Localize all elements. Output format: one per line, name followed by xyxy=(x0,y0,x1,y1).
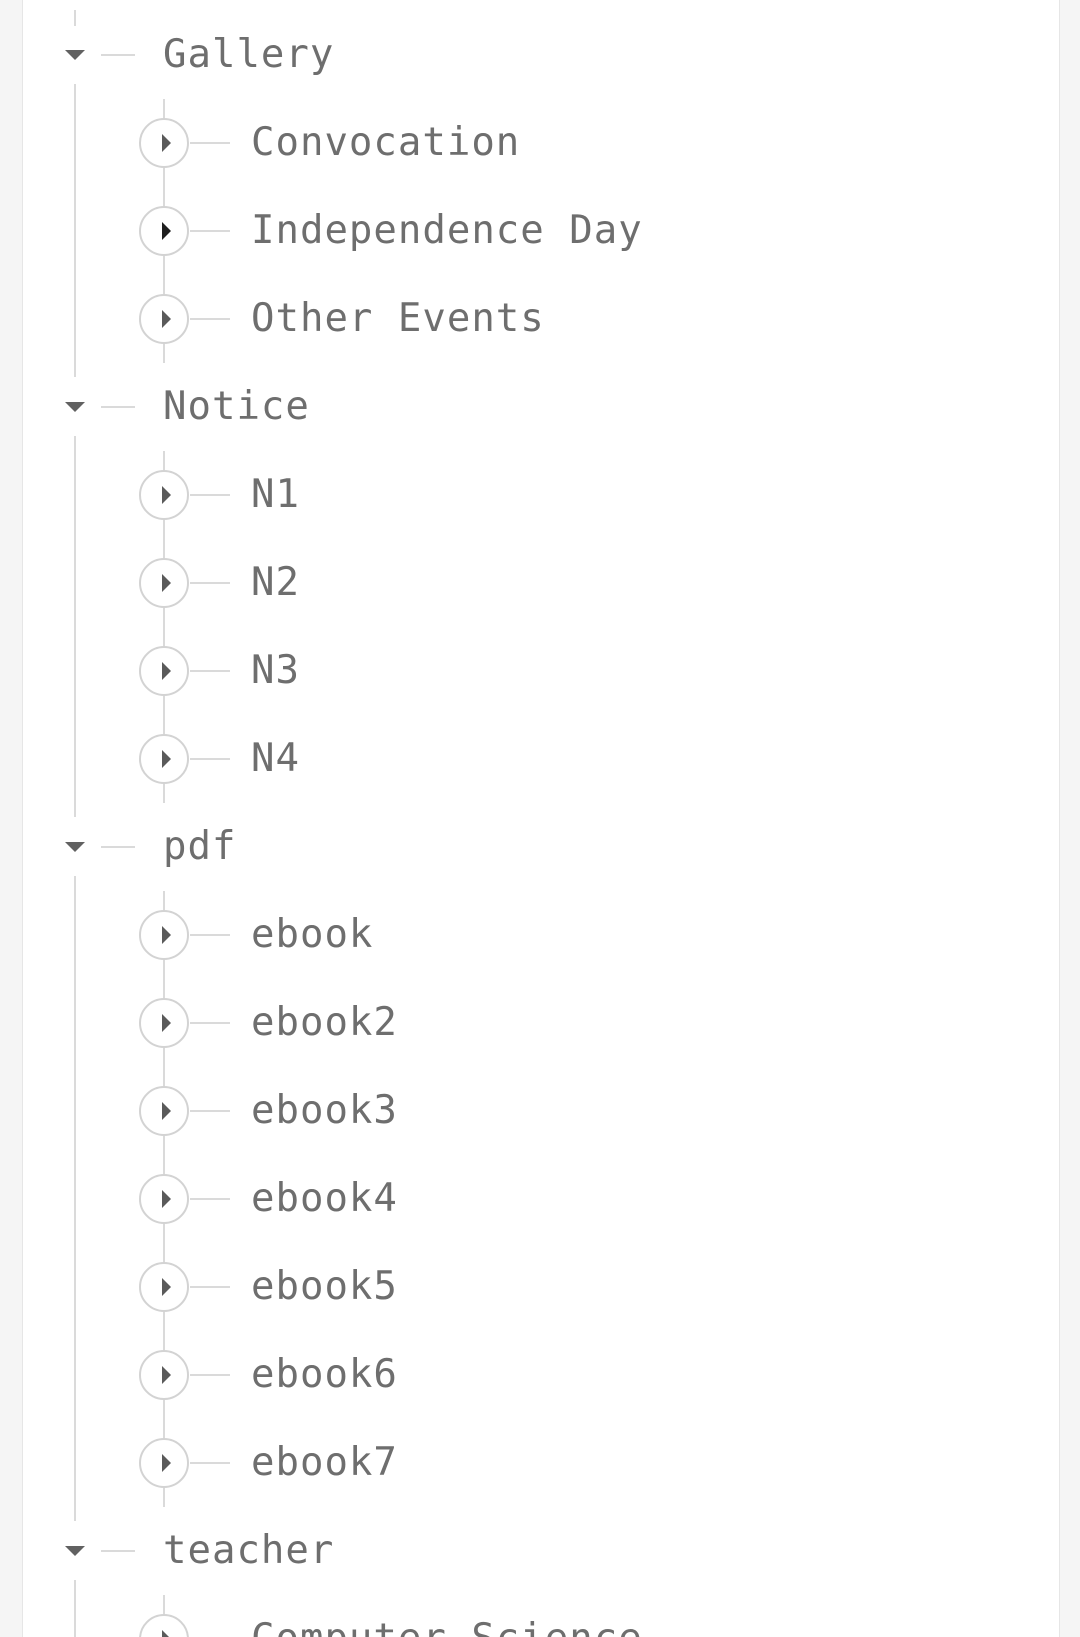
caret-right-icon xyxy=(161,1278,171,1296)
caret-right-icon xyxy=(161,750,171,768)
expand-node-button[interactable] xyxy=(139,910,189,960)
caret-right-icon xyxy=(161,1190,171,1208)
expand-node-button[interactable] xyxy=(139,118,189,168)
caret-down-icon xyxy=(65,842,85,852)
caret-down-icon xyxy=(65,50,85,60)
tree-node-label[interactable]: Other Events xyxy=(251,296,545,341)
caret-right-icon xyxy=(161,574,171,592)
expand-node-button[interactable] xyxy=(139,294,189,344)
caret-down-icon xyxy=(65,1546,85,1556)
caret-right-icon xyxy=(161,662,171,680)
tree-node-label[interactable]: N2 xyxy=(251,560,300,605)
expand-toggle-gallery[interactable] xyxy=(55,35,95,75)
tree-node-label[interactable]: ebook2 xyxy=(251,1000,398,1045)
expand-node-button[interactable] xyxy=(139,1350,189,1400)
expand-node-button[interactable] xyxy=(139,470,189,520)
expand-node-button[interactable] xyxy=(139,1438,189,1488)
tree-node-label[interactable]: ebook5 xyxy=(251,1264,398,1309)
expand-toggle-pdf[interactable] xyxy=(55,827,95,867)
tree-node-label[interactable]: Independence Day xyxy=(251,208,643,253)
caret-right-icon xyxy=(161,1014,171,1032)
tree-node-label[interactable]: ebook3 xyxy=(251,1088,398,1133)
caret-right-icon xyxy=(161,1102,171,1120)
caret-right-icon xyxy=(161,1630,171,1637)
tree-node-label[interactable]: pdf xyxy=(163,824,237,869)
expand-node-button[interactable] xyxy=(139,998,189,1048)
tree-node-label[interactable]: ebook6 xyxy=(251,1352,398,1397)
caret-right-icon xyxy=(161,222,171,240)
tree-node-label[interactable]: ebook7 xyxy=(251,1440,398,1485)
expand-node-button[interactable] xyxy=(139,1174,189,1224)
tree-node-label[interactable]: N4 xyxy=(251,736,300,781)
expand-node-button[interactable] xyxy=(139,734,189,784)
caret-down-icon xyxy=(65,402,85,412)
expand-node-button[interactable] xyxy=(139,1262,189,1312)
tree-node-label[interactable]: Computer Science xyxy=(251,1614,643,1637)
tree-node-label[interactable]: ebook xyxy=(251,912,374,957)
tree-node-label[interactable]: teacher xyxy=(163,1528,335,1573)
expand-node-button[interactable] xyxy=(139,558,189,608)
expand-toggle-notice[interactable] xyxy=(55,387,95,427)
expand-node-button[interactable] xyxy=(139,206,189,256)
caret-right-icon xyxy=(161,486,171,504)
caret-right-icon xyxy=(161,926,171,944)
expand-node-button[interactable] xyxy=(139,1086,189,1136)
caret-right-icon xyxy=(161,1366,171,1384)
tree-node-label[interactable]: Convocation xyxy=(251,120,521,165)
caret-right-icon xyxy=(161,1454,171,1472)
expand-node-button[interactable] xyxy=(139,646,189,696)
tree-node-label[interactable]: ebook4 xyxy=(251,1176,398,1221)
expand-toggle-teacher[interactable] xyxy=(55,1531,95,1571)
tree-node-label[interactable]: Notice xyxy=(163,384,310,429)
tree-node-label[interactable]: Gallery xyxy=(163,32,335,77)
tree-node-label[interactable]: N3 xyxy=(251,648,300,693)
caret-right-icon xyxy=(161,134,171,152)
tree-node-label[interactable]: N1 xyxy=(251,472,300,517)
caret-right-icon xyxy=(161,310,171,328)
